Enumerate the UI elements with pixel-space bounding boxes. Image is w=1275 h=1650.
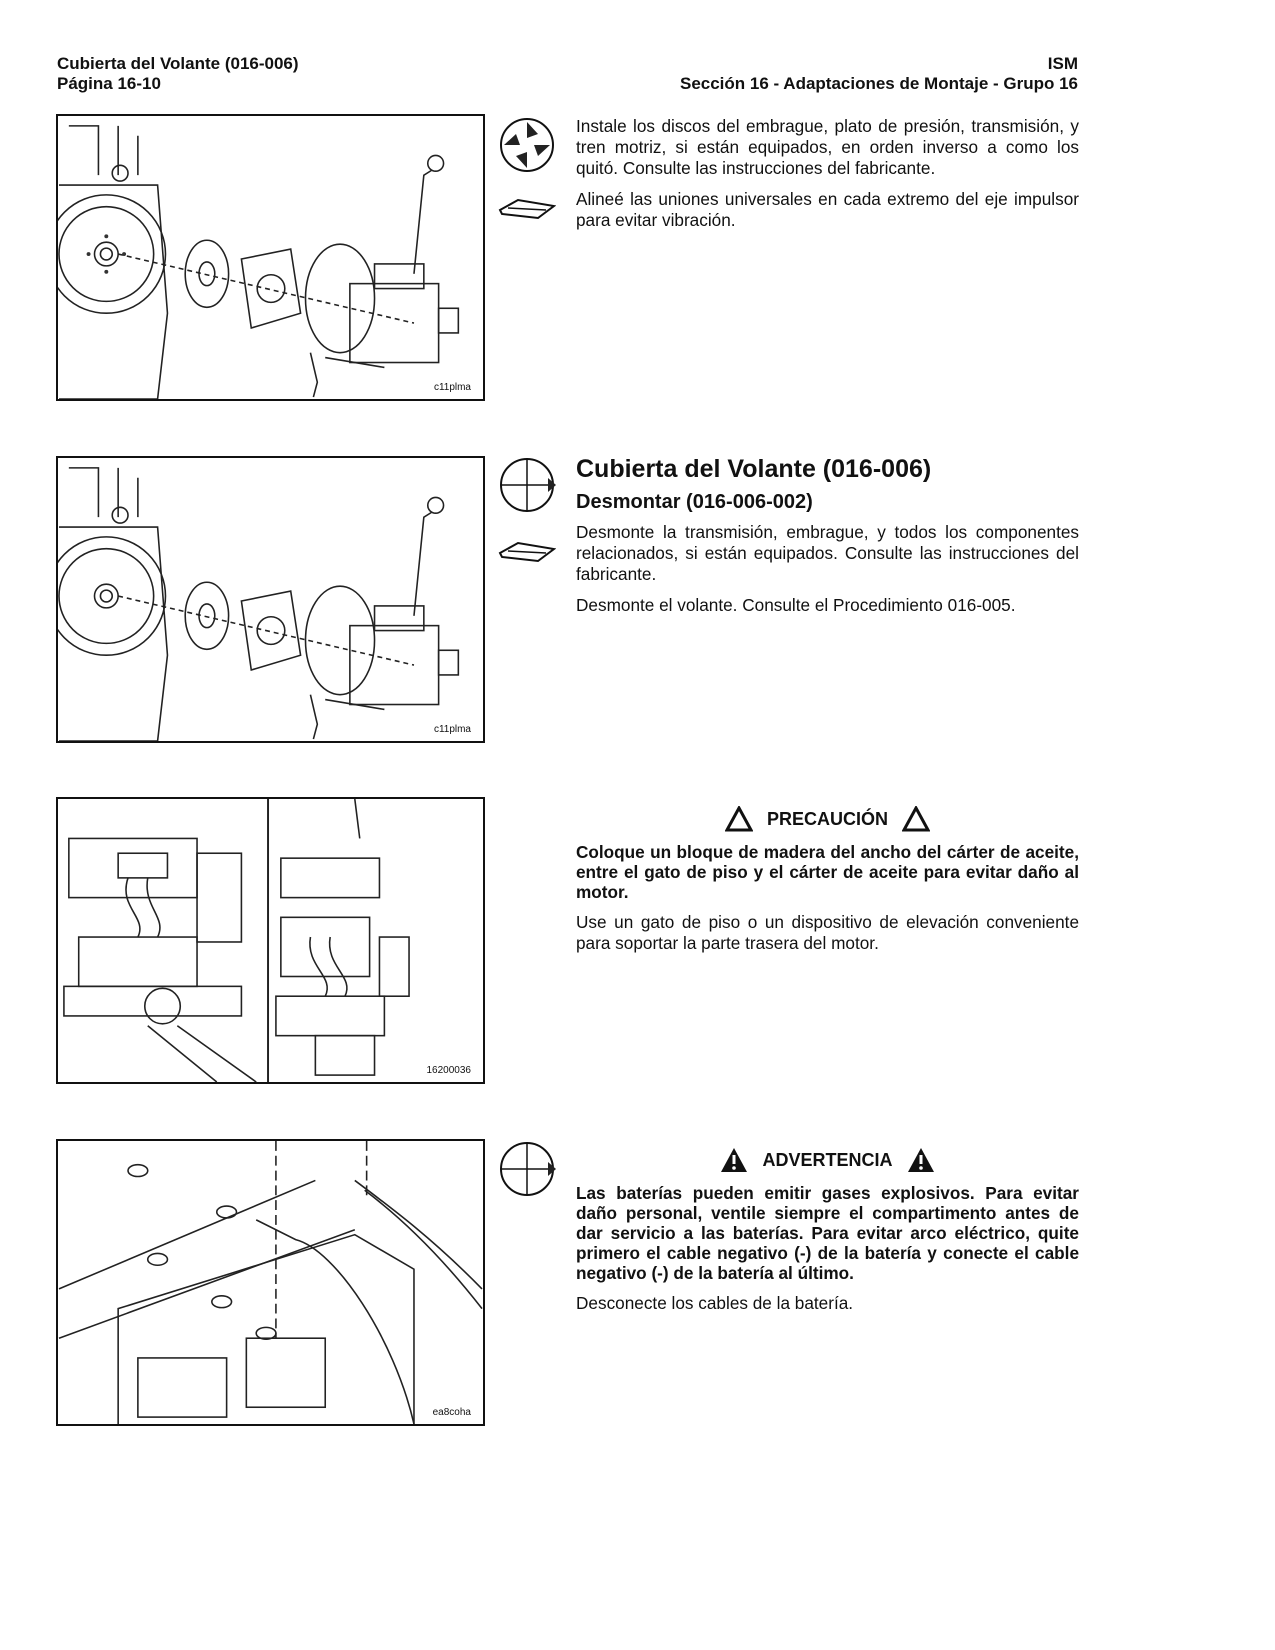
figure-clutch-install: c11plma: [56, 114, 485, 401]
page-number: Página 16-10: [57, 74, 161, 93]
engine-model: ISM: [1047, 54, 1078, 73]
figure-code: 16200036: [426, 1065, 472, 1076]
caution-triangle-icon: [724, 806, 753, 832]
figure-engine-support: 16200036: [56, 797, 485, 1084]
install-disc-icon: [498, 116, 556, 174]
caution-text: Coloque un bloque de madera del ancho de…: [576, 842, 1079, 902]
caution-block: PRECAUCIÓN Coloque un bloque de madera d…: [576, 806, 1079, 964]
page-header-left: Cubierta del Volante (016-006) Página 16…: [57, 54, 299, 94]
warning-triangle-icon: [721, 1148, 748, 1172]
warning-triangle-icon: [907, 1148, 934, 1172]
instruction-paragraph: Desconecte los cables de la batería.: [576, 1293, 854, 1313]
caution-triangle-icon: [902, 806, 930, 832]
battery-illustration: [58, 1141, 483, 1424]
remove-disc-icon: [498, 1140, 556, 1198]
remove-disc-icon: [498, 456, 556, 514]
warning-block: ADVERTENCIA Las baterías pueden emitir g…: [576, 1147, 1079, 1324]
instruction-paragraph: Desmonte el volante. Consulte el Procedi…: [576, 595, 1016, 615]
figure-code: c11plma: [433, 724, 471, 735]
instruction-paragraph: Use un gato de piso o un dispositivo de …: [576, 912, 1079, 953]
wrench-icon: [498, 188, 556, 228]
caution-label: PRECAUCIÓN: [766, 808, 888, 829]
page-header-right: ISM Sección 16 - Adaptaciones de Montaje…: [680, 54, 1078, 94]
instruction-block-remove: Cubierta del Volante (016-006) Desmontar…: [576, 454, 1079, 626]
warning-header: ADVERTENCIA: [576, 1147, 1079, 1173]
subsection-heading: Desmontar (016-006-002): [576, 491, 813, 513]
figure-code: c11plma: [433, 382, 471, 393]
section-heading: Cubierta del Volante (016-006): [576, 455, 932, 483]
instruction-paragraph: Alineé las uniones universales en cada e…: [576, 189, 1079, 230]
figure-flywheel-housing-remove: c11plma: [56, 456, 485, 743]
figure-code: ea8coha: [432, 1407, 471, 1418]
wrench-icon: [498, 531, 556, 571]
section-group: Sección 16 - Adaptaciones de Montaje - G…: [679, 74, 1078, 93]
clutch-exploded-illustration: [58, 125, 460, 399]
clutch-exploded-illustration: [58, 467, 460, 741]
instruction-block-install: Instale los discos del embrague, plato d…: [576, 116, 1079, 241]
warning-label: ADVERTENCIA: [762, 1149, 893, 1170]
figure-battery-cables: ea8coha: [56, 1139, 485, 1426]
instruction-paragraph: Instale los discos del embrague, plato d…: [576, 116, 1079, 178]
engine-jack-illustration: [63, 799, 410, 1082]
caution-header: PRECAUCIÓN: [576, 806, 1079, 832]
section-title: Cubierta del Volante (016-006): [57, 54, 299, 73]
instruction-paragraph: Desmonte la transmisión, embrague, y tod…: [576, 522, 1079, 584]
warning-text: Las baterías pueden emitir gases explosi…: [576, 1183, 1079, 1283]
